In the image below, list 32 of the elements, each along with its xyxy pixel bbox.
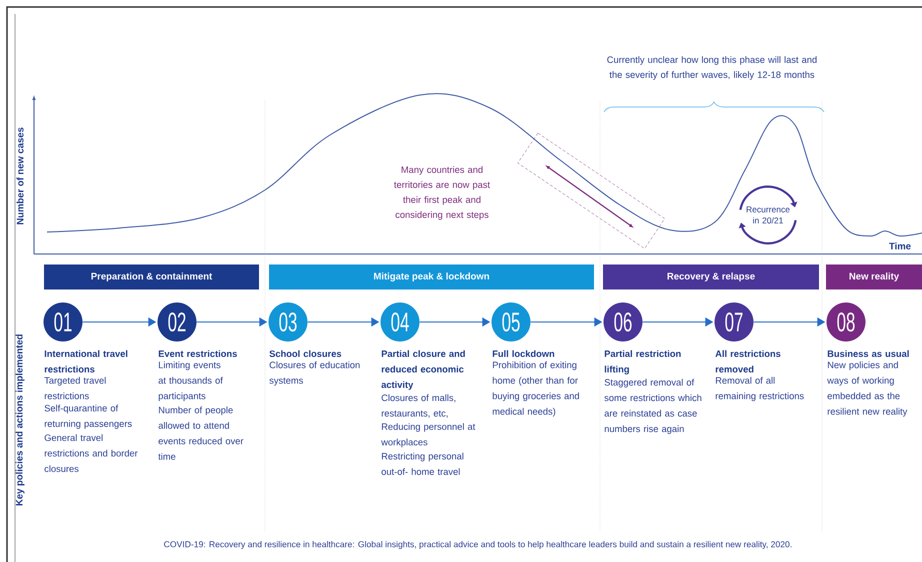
step-description: Reducing personnel at workplaces xyxy=(381,423,476,448)
brace-note: Currently unclear how long this phase will last and the severity of further waves, likely 12-18 months xyxy=(607,56,817,80)
phase-band: Preparation & containment xyxy=(44,264,259,290)
phase-band: Mitigate peak & lockdown xyxy=(269,264,594,290)
step-description: Self-quarantine of returning passengers xyxy=(44,404,132,429)
step-heading: International travel restrictions xyxy=(44,350,128,373)
step-description: Prohibition of exiting home (other than for buying groceries and medical needs) xyxy=(492,361,579,417)
step-description: Staggered removal of some restrictions which are reinstated as case numbers rise again xyxy=(604,378,702,434)
caption: COVID-19: Recovery and resilience in healthcare: Global insights, practical advice and tools to help healthcare leaders build and sustain a resilient new reality, 2020. xyxy=(164,541,792,549)
step-description: Closures of education systems xyxy=(269,361,360,386)
step-description: Targeted travel restrictions xyxy=(44,376,106,400)
step-heading: Partial closure and reduced economic activity xyxy=(381,350,465,390)
step-heading: School closures xyxy=(269,350,342,358)
cycle-label: Recurrence in 20/21 xyxy=(746,206,790,224)
step-description: Limiting events at thousands of participants xyxy=(158,361,223,402)
axis-label: Key policies and actions implemented xyxy=(16,334,24,506)
annotation-text: Many countries and territories are now past their first peak and considering next steps xyxy=(394,166,490,220)
step-description: Closures of malls, restaurants, etc, xyxy=(382,394,456,418)
step-heading: Full lockdown xyxy=(492,350,554,358)
axis-label: Number of new cases xyxy=(16,128,24,224)
phase-band: New reality xyxy=(826,264,922,290)
step-description: Removal of all remaining restrictions xyxy=(716,376,804,402)
step-description: Restricting personal out-of- home travel xyxy=(382,452,464,475)
step-description: General travel restrictions and border closures xyxy=(44,434,138,472)
step-heading: Business as usual xyxy=(828,350,909,358)
step-heading: Event restrictions xyxy=(158,350,237,358)
step-description: Number of people allowed to attend events reduced over time xyxy=(158,406,244,460)
step-heading: All restrictions removed xyxy=(715,350,780,373)
axis-label: Time xyxy=(889,242,911,250)
step-description: New policies and ways of working embedded as the resilient new reality xyxy=(827,361,908,417)
phase-band: Recovery & relapse xyxy=(603,264,819,290)
step-heading: Partial restriction lifting xyxy=(604,350,681,374)
